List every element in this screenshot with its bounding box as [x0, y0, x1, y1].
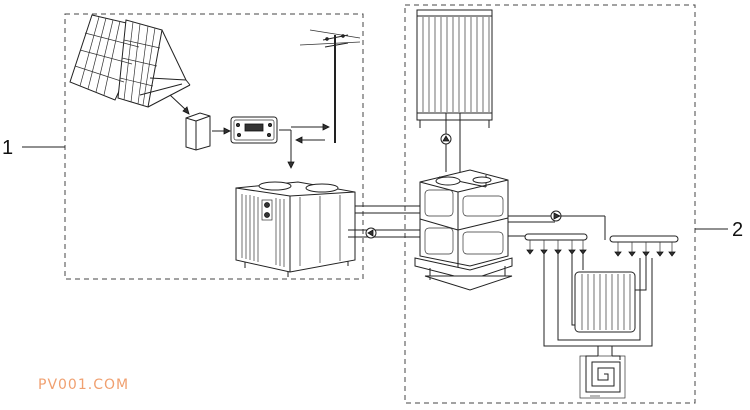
circulation-pump-1	[365, 227, 377, 239]
arrow-controller-to-heatpump	[287, 130, 295, 169]
manifold-left	[524, 233, 588, 255]
boundary-system-2	[404, 4, 696, 404]
arrow-panel-to-inverter	[169, 94, 190, 115]
arrow-inverter-to-controller	[212, 127, 231, 135]
charge-controller	[230, 116, 278, 144]
solar-thermal-collector	[416, 9, 493, 128]
solar-panel-array	[69, 14, 191, 108]
inverter-box	[185, 112, 211, 151]
utility-pole	[299, 29, 361, 143]
heat-pump-unit	[235, 181, 356, 277]
circulation-pump-2	[440, 133, 452, 145]
label-system-1: 1	[2, 137, 13, 159]
arrow-controller-to-grid	[279, 123, 330, 131]
modular-water-tank	[414, 169, 513, 291]
label-system-2: 2	[732, 219, 743, 241]
watermark-text: PV001.COM	[38, 377, 129, 393]
pipe-distribution-network	[543, 254, 653, 356]
floor-heating-coil	[579, 355, 626, 399]
radiator	[574, 271, 636, 333]
arrow-grid-to-system	[295, 136, 325, 144]
manifold-right	[609, 235, 679, 257]
pipe-heatpump-to-tank	[348, 205, 422, 238]
circulation-pump-3	[550, 210, 562, 222]
